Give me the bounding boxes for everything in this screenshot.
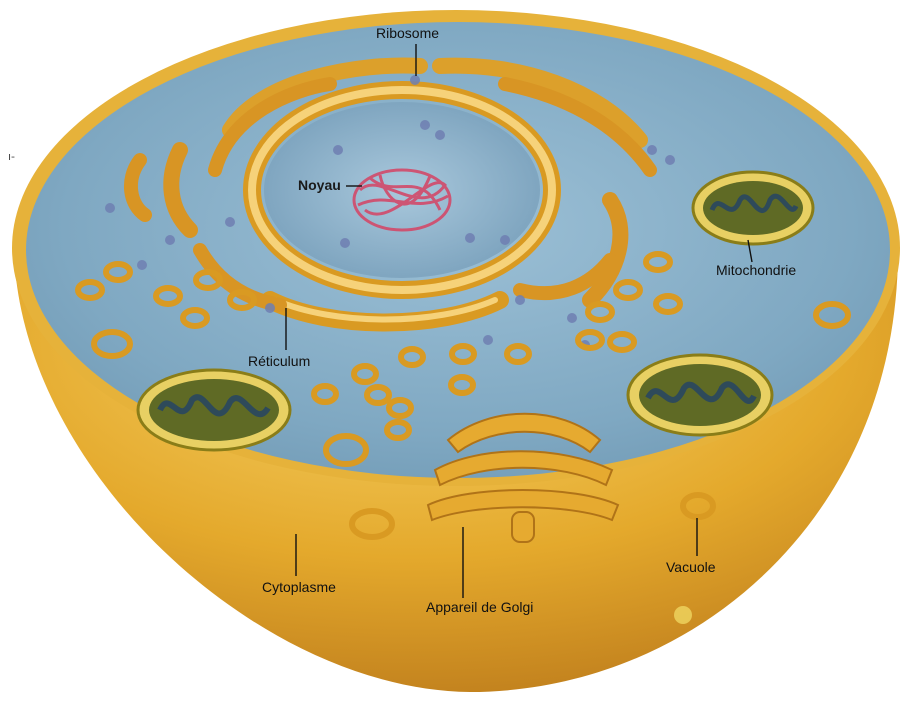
mitochondrion-right-top (693, 172, 813, 244)
bowl-highlight (674, 606, 692, 624)
mitochondrion-right (628, 355, 772, 435)
label-reticulum: Réticulum (248, 353, 310, 369)
label-mitochondrie: Mitochondrie (716, 262, 796, 278)
label-noyau: Noyau (298, 177, 341, 193)
label-ribosome: Ribosome (376, 25, 439, 41)
label-cytoplasme: Cytoplasme (262, 579, 336, 595)
mitochondrion-left (138, 370, 290, 450)
label-golgi: Appareil de Golgi (426, 599, 533, 615)
label-vacuole: Vacuole (666, 559, 716, 575)
